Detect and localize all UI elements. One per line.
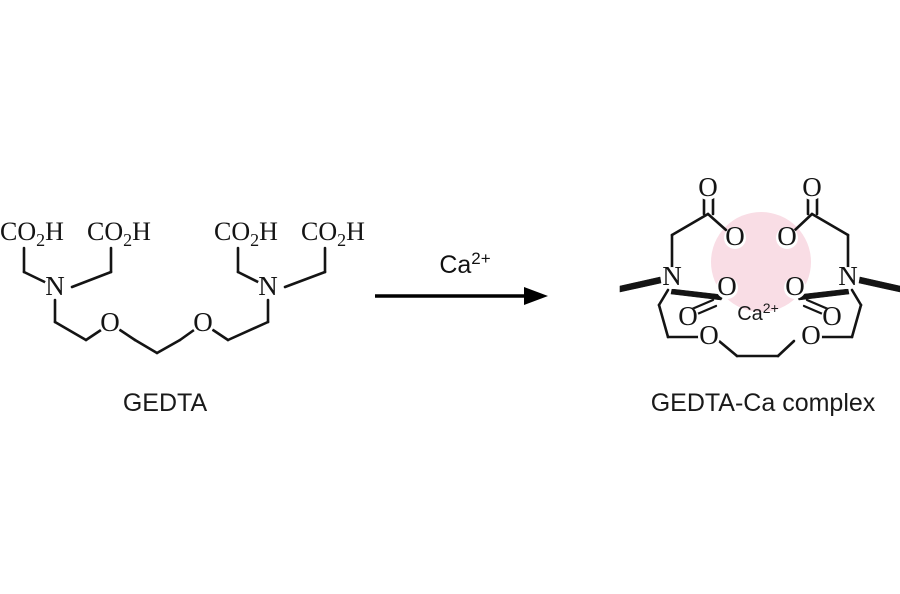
co2h-1-tail: H — [45, 217, 64, 246]
mask-carbonyl-o-br — [821, 307, 843, 329]
co2h-2-sub: 2 — [123, 230, 132, 250]
atom-label-carbonyl-o-top-left: O — [698, 172, 718, 202]
group-label-co2h-1: CO2H — [0, 217, 64, 250]
co2h-2-tail: H — [132, 217, 151, 246]
bond-c-o-coord-tr — [793, 212, 814, 232]
co2h-4-main: CO — [301, 217, 337, 246]
mask-carbonyl-o-bl — [677, 307, 699, 329]
co2h-2-main: CO — [87, 217, 123, 246]
bond-o-right-to-ch2 — [211, 328, 230, 342]
svg-text:CO2H: CO2H — [87, 217, 151, 250]
co2h-4-tail: H — [346, 217, 365, 246]
mask-n-left — [661, 267, 683, 289]
atom-label-coord-o-upper-right: O — [777, 221, 797, 251]
co2h-4-sub: 2 — [337, 230, 346, 250]
bond-center-ch2-to-o — [178, 328, 196, 342]
reaction-arrow: Ca2+ — [375, 249, 548, 305]
atom-label-ether-o-right: O — [193, 307, 213, 337]
bond-center-ch2-b — [155, 338, 182, 355]
reactant-structure: N N O O CO2H CO2H CO2H CO2H GEDTA — [0, 217, 365, 417]
mask-carbonyl-o-tr — [801, 178, 823, 200]
atom-label-coord-o-lower-left: O — [717, 271, 737, 301]
calcium-ion-superscript: 2+ — [763, 300, 779, 316]
bond-right-ch2ch2-a — [226, 320, 270, 342]
bond-left-ch2-to-o — [84, 328, 103, 342]
atom-label-coord-o-lower-right: O — [785, 271, 805, 301]
arrow-reagent-superscript: 2+ — [471, 249, 490, 268]
mask-n-left — [44, 276, 66, 298]
bond-wedge-n-right-outer — [858, 276, 900, 293]
atom-label-ether-o-left: O — [699, 320, 719, 350]
mask-coord-o-ur — [776, 227, 798, 249]
bond-left-ch2ch2-a — [53, 320, 88, 342]
bond-ch2-c-tr — [810, 212, 850, 237]
svg-text:CO2H: CO2H — [0, 217, 64, 250]
mask-n-right — [837, 267, 859, 289]
group-label-co2h-3: CO2H — [214, 217, 278, 250]
atom-label-n-right: N — [838, 261, 858, 291]
arrow-head — [524, 287, 548, 305]
group-label-co2h-2: CO2H — [87, 217, 151, 250]
bond-left-backbone-a — [657, 303, 670, 339]
bond-co-double-a-bl — [690, 298, 715, 311]
calcium-ion-main: Ca — [737, 303, 763, 325]
bond-center-ch2-a — [133, 338, 159, 355]
bond-n-left-ch2-down — [657, 288, 670, 307]
mask-n-right — [257, 276, 279, 298]
arrow-reagent-label: Ca2+ — [439, 249, 490, 279]
atom-label-ether-o-right: O — [801, 320, 821, 350]
atom-label-coord-o-upper-left: O — [725, 221, 745, 251]
atom-label-n-left: N — [662, 261, 682, 291]
group-label-co2h-4: CO2H — [301, 217, 365, 250]
mask-carbonyl-o-tl — [697, 178, 719, 200]
reactant-caption: GEDTA — [123, 389, 208, 417]
atom-label-carbonyl-o-low-right: O — [822, 301, 842, 331]
bond-n-right-ch2-down — [850, 288, 863, 307]
bond-o-left-to-ch2 — [118, 328, 137, 342]
mask-o-right — [192, 313, 214, 335]
atom-label-carbonyl-o-top-right: O — [802, 172, 822, 202]
atom-label-ether-o-left: O — [100, 307, 120, 337]
svg-text:CO2H: CO2H — [301, 217, 365, 250]
bond-ch2-n-right-upper-right — [283, 270, 327, 289]
atom-label-n-right: N — [258, 271, 278, 301]
mask-coord-o-lr — [784, 277, 806, 299]
bond-right-backbone-a — [850, 303, 863, 339]
product-structure: O O O O O O O O O O N N Ca2+ GEDTA-Ca co… — [619, 172, 900, 417]
bond-bridge-a — [717, 339, 739, 358]
bond-co-double-b-br — [802, 304, 827, 317]
bond-wedge-n-left-to-carboxylate — [670, 288, 725, 301]
co2h-3-tail: H — [259, 217, 278, 246]
bond-co-double-b-bl — [693, 304, 718, 317]
atom-label-n-left: N — [45, 271, 65, 301]
mask-o-left — [99, 313, 121, 335]
svg-text:CO2H: CO2H — [214, 217, 278, 250]
product-caption: GEDTA-Ca complex — [651, 389, 876, 417]
co2h-3-sub: 2 — [250, 230, 259, 250]
mask-ether-o-left — [698, 326, 720, 348]
bond-co-double-a-br — [805, 298, 830, 311]
co2h-1-sub: 2 — [36, 230, 45, 250]
mask-coord-o-ll — [716, 277, 738, 299]
atom-label-carbonyl-o-low-left: O — [678, 301, 698, 331]
mask-ether-o-right — [800, 326, 822, 348]
bond-bridge-c — [776, 339, 796, 358]
bond-wedge-n-right-to-carboxylate — [795, 288, 850, 301]
mask-coord-o-ul — [724, 227, 746, 249]
bond-wedge-n-left-outer — [619, 276, 662, 293]
co2h-1-main: CO — [0, 217, 36, 246]
bond-ch2-n-left-upper-right — [70, 270, 113, 289]
co2h-3-main: CO — [214, 217, 250, 246]
bond-ch2-c-tl — [670, 212, 710, 237]
arrow-reagent-main: Ca — [439, 251, 471, 279]
calcium-ion-label: Ca2+ — [737, 300, 779, 325]
bond-c-o-coord-tl — [706, 212, 728, 232]
